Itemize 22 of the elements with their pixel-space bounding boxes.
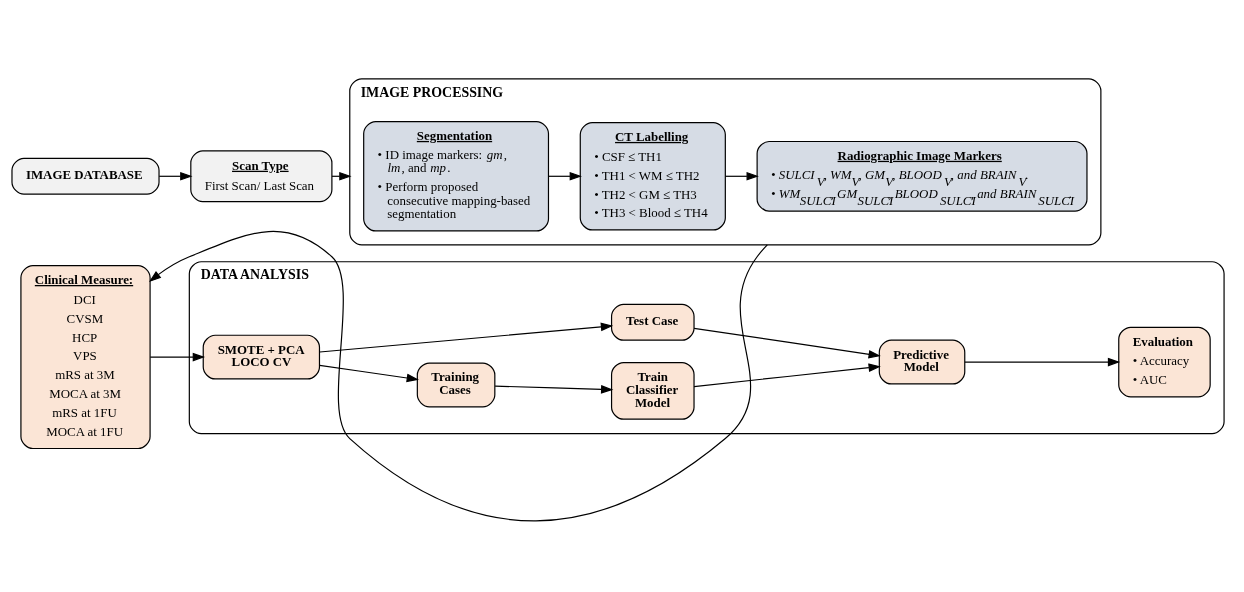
arrow [149,352,206,362]
node-box: Scan Type First Scan/ Last Scan [190,150,333,203]
node-box: CT Labelling • CSF ≤ TH1 • TH1 < WM ≤ TH2 • TH2 < GM ≤ TH3 • TH3 < Blood ≤ TH4 [579,122,726,231]
node-box: Clinical Measure: DCI CVSM HCP VPS mRS at 3M MOCA at 3M mRS at 1FU MOCA at 1FU [20,265,151,450]
arrow [148,230,768,522]
node-box: Training Cases [416,362,496,408]
node-box: Evaluation • Accuracy • AUC [1118,326,1211,398]
node-box: Train Classifier Model [610,361,695,420]
arrow [693,327,881,359]
arrow [548,171,582,181]
node-box: Test Case [610,303,695,341]
node-box: IMAGE DATABASE [11,157,160,195]
arrow [494,385,614,394]
arrow [724,171,759,181]
arrow [319,364,419,383]
node-box: Predictive Model [878,339,966,385]
arrow [693,363,881,388]
node-box: Segmentation • ID image markers: gm, lm, and mp. • Perform proposed consecutive mapping-based segmentation [363,121,550,232]
node-box: SMOTE + PCA LOCO CV [202,334,321,380]
arrow [964,357,1121,367]
arrow [319,322,614,353]
arrow [158,171,193,181]
